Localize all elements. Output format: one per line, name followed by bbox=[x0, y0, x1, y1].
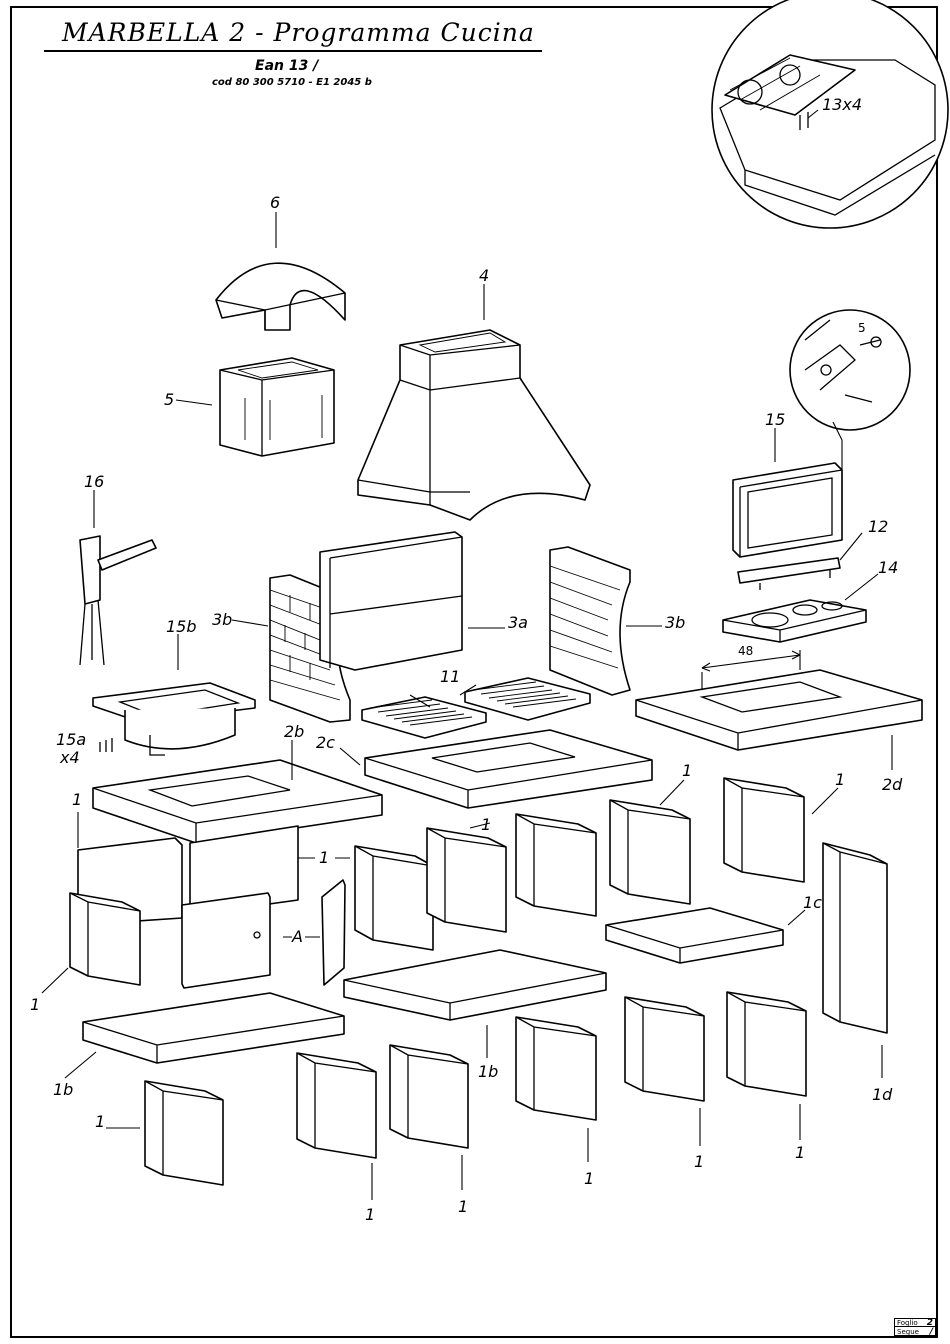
part-15b-sink bbox=[93, 683, 255, 755]
label-1-d: 1 bbox=[30, 995, 40, 1014]
dimension-48-label: 48 bbox=[738, 644, 753, 658]
part-2b-worktop bbox=[93, 760, 382, 843]
segue-value: / bbox=[930, 1328, 933, 1336]
label-1c: 1c bbox=[803, 893, 822, 912]
screw-detail-circle bbox=[790, 310, 910, 430]
part-15-hob-frame bbox=[733, 463, 842, 557]
label-4: 4 bbox=[479, 266, 489, 285]
label-1-g: 1 bbox=[95, 1112, 105, 1131]
block-1-f bbox=[724, 778, 804, 882]
label-3b-left: 3b bbox=[212, 610, 232, 629]
part-5-chimney-block bbox=[220, 358, 334, 456]
part-6-chimney-cap bbox=[216, 263, 345, 330]
label-1b-mid: 1b bbox=[478, 1062, 498, 1081]
label-1-j: 1 bbox=[584, 1169, 594, 1188]
label-2b: 2b bbox=[284, 722, 304, 741]
part-3b-right-ribbed-side bbox=[550, 547, 630, 695]
part-11-grates bbox=[362, 678, 590, 738]
label-14: 14 bbox=[878, 558, 898, 577]
label-1-k: 1 bbox=[694, 1152, 704, 1171]
segue-label: Segue bbox=[897, 1328, 919, 1336]
label-15: 15 bbox=[765, 410, 785, 429]
block-1-g bbox=[145, 1081, 223, 1185]
label-3b-right: 3b bbox=[665, 613, 685, 632]
sheet-info-box: Foglio 2 Segue / bbox=[894, 1318, 936, 1336]
label-5: 5 bbox=[164, 390, 174, 409]
block-1-c bbox=[427, 828, 506, 932]
part-2c-worktop bbox=[365, 730, 652, 808]
label-3a: 3a bbox=[508, 613, 528, 632]
block-1-h bbox=[297, 1053, 376, 1158]
part-16-tap bbox=[80, 536, 156, 665]
label-1-f: 1 bbox=[835, 770, 845, 789]
label-1-c: 1 bbox=[481, 815, 491, 834]
block-1-b bbox=[355, 846, 433, 950]
label-1-h: 1 bbox=[365, 1205, 375, 1224]
part-15a-clips bbox=[100, 738, 112, 752]
block-1c bbox=[606, 908, 783, 963]
label-1-i: 1 bbox=[458, 1197, 468, 1216]
block-1-k bbox=[625, 997, 704, 1101]
label-2d: 2d bbox=[882, 775, 903, 794]
block-1b-left bbox=[83, 993, 344, 1063]
label-16: 16 bbox=[84, 472, 104, 491]
block-1-a bbox=[70, 893, 140, 985]
block-1b-middle bbox=[344, 950, 606, 1020]
block-1-i bbox=[390, 1045, 468, 1148]
label-a: A bbox=[291, 927, 303, 946]
hob-detail-circle bbox=[712, 0, 948, 228]
label-1b-left: 1b bbox=[53, 1080, 73, 1099]
label-12: 12 bbox=[868, 517, 888, 536]
label-15b: 15b bbox=[166, 617, 197, 636]
label-6: 6 bbox=[270, 193, 280, 212]
foglio-value: 2 bbox=[927, 1319, 933, 1327]
label-1-a: 1 bbox=[72, 790, 82, 809]
block-1-l bbox=[727, 992, 806, 1096]
block-1d bbox=[823, 843, 887, 1033]
part-14-gas-hob bbox=[723, 600, 866, 642]
label-13x4: 13x4 bbox=[822, 95, 862, 114]
foglio-label: Foglio bbox=[897, 1319, 918, 1327]
block-1-j bbox=[516, 1017, 596, 1120]
block-1-d bbox=[516, 814, 596, 916]
label-5-detail: 5 bbox=[858, 321, 866, 335]
label-2c: 2c bbox=[316, 733, 335, 752]
label-x4: x4 bbox=[59, 748, 80, 767]
part-2d-worktop bbox=[636, 670, 922, 750]
label-1-e: 1 bbox=[682, 761, 692, 780]
part-12-bracket bbox=[738, 558, 840, 590]
label-15a: 15a bbox=[56, 730, 86, 749]
label-11: 11 bbox=[440, 667, 460, 686]
label-1-l: 1 bbox=[795, 1143, 805, 1162]
label-1-b: 1 bbox=[319, 848, 329, 867]
label-1d: 1d bbox=[872, 1085, 893, 1104]
block-1-e bbox=[610, 800, 690, 904]
part-4-hood bbox=[358, 330, 590, 520]
part-3a-back-panel bbox=[320, 532, 462, 670]
